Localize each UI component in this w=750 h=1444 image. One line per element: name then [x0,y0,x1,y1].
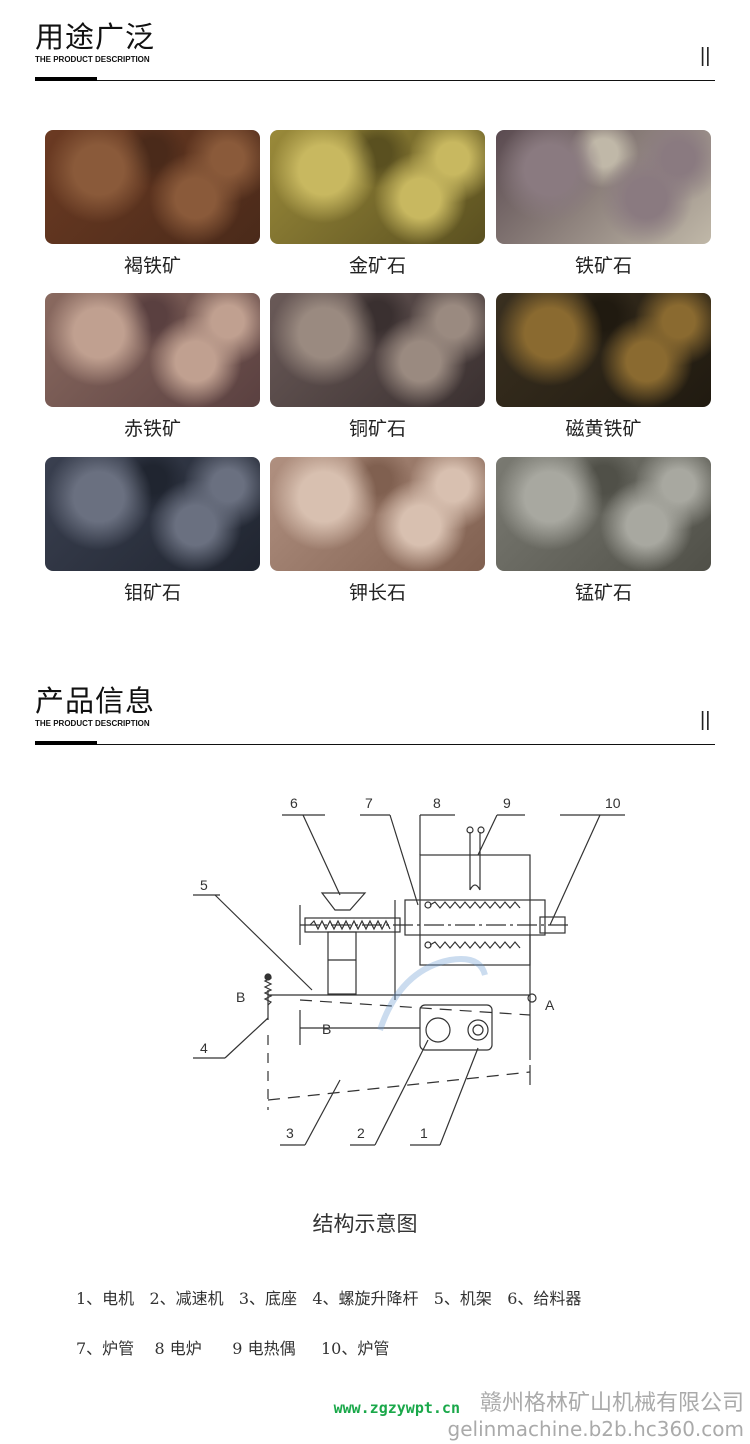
structure-diagram: 6 7 8 9 10 5 B B A 4 3 2 1 [193,795,625,1146]
diagram-label-B2: B [322,1021,331,1037]
diagram-label-A: A [545,997,555,1013]
section-divider [35,80,715,81]
diagram-label-10: 10 [605,795,621,811]
watermark-url: gelinmachine.b2b.hc360.com [447,1417,744,1441]
ore-label: 钾长石 [348,582,406,604]
section-accent-bar [35,741,97,745]
ore-image [496,457,711,571]
diagram-label-7: 7 [365,795,373,811]
diagram-caption: 结构示意图 [312,1212,418,1236]
ore-label: 褐铁矿 [123,255,181,277]
diagram-label-8: 8 [433,795,441,811]
section-subtitle: THE PRODUCT DESCRIPTION [35,719,150,728]
diagram-label-5: 5 [200,877,208,893]
ore-label: 铁矿石 [574,255,632,277]
watermark-site: www.zgzywpt.cn [333,1399,460,1417]
legend-line-2: 7、炉管 8 电炉 9 电热偶 10、炉管 [76,1339,390,1358]
section-mark: || [700,45,711,67]
watermark-logo-icon [377,956,488,1031]
section-divider [35,744,715,745]
section-accent-bar [35,77,97,81]
section-subtitle: THE PRODUCT DESCRIPTION [35,55,150,64]
diagram-label-9: 9 [503,795,511,811]
section-mark: || [700,709,711,731]
legend-line-1: 1、电机 2、减速机 3、底座 4、螺旋升降杆 5、机架 6、给料器 [76,1289,582,1308]
ore-label: 磁黄铁矿 [565,418,642,440]
ore-image [45,293,260,407]
diagram-label-B: B [236,989,245,1005]
section-title-uses: 用途广泛 [35,20,156,54]
diagram-label-3: 3 [286,1125,294,1141]
ore-label: 赤铁矿 [123,418,181,440]
ore-image [270,130,485,244]
ore-label: 锰矿石 [574,582,632,604]
diagram-label-2: 2 [357,1125,365,1141]
ore-image [45,130,260,244]
watermark-company: 赣州格林矿山机械有限公司 [479,1391,744,1416]
ore-image [270,293,485,407]
ore-label: 金矿石 [348,255,406,277]
ore-label: 铜矿石 [348,418,406,440]
section-title-product-info: 产品信息 [35,684,156,718]
diagram-label-1: 1 [420,1125,428,1141]
diagram-label-6: 6 [290,795,298,811]
ore-image [496,293,711,407]
ore-image [270,457,485,571]
ore-image [45,457,260,571]
ore-image [496,130,711,244]
diagram-label-4: 4 [200,1040,208,1056]
ore-label: 钼矿石 [123,582,181,604]
